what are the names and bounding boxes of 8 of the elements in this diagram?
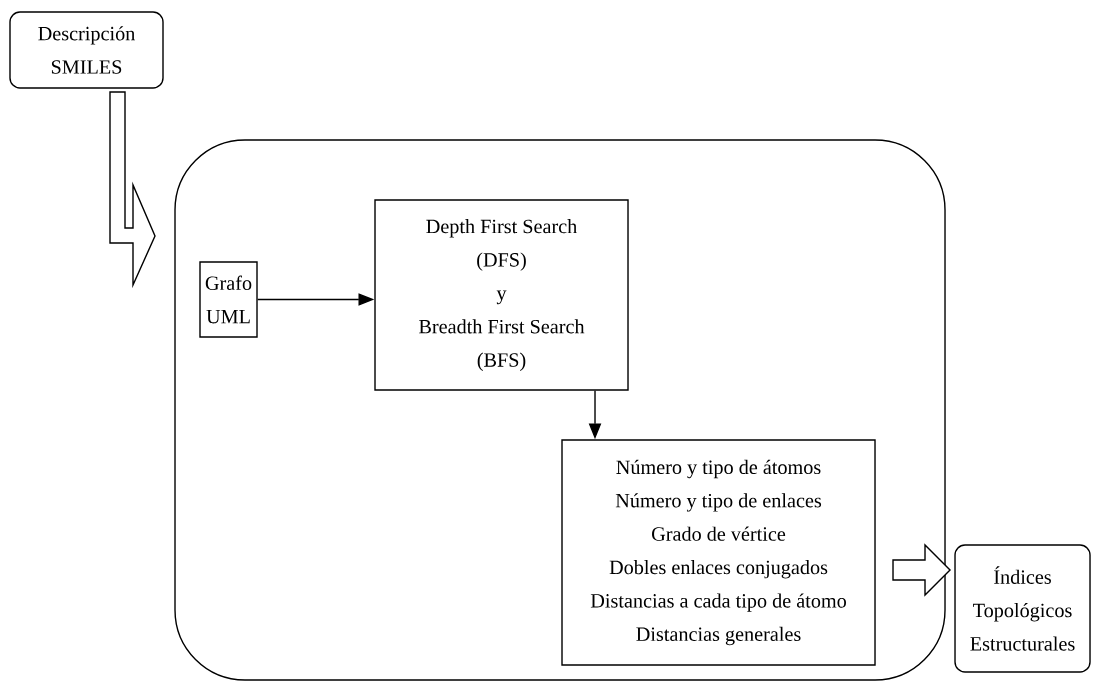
process-box: Grafo UML (199, 261, 258, 338)
rounded-frame (174, 139, 946, 681)
process-box: Índices Topológicos Estructurales (954, 544, 1091, 673)
process-box: Depth First Search (DFS) y Breadth First Search (BFS) (374, 199, 629, 391)
block-arrow (109, 91, 156, 289)
process-box: Descripción SMILES (9, 11, 164, 89)
process-box: Número y tipo de átomos Número y tipo de enlaces Grado de vértice Dobles enlaces conjugados Distancias a cada tipo de átomo Distancias generales (561, 439, 876, 666)
block-arrow (892, 543, 951, 597)
